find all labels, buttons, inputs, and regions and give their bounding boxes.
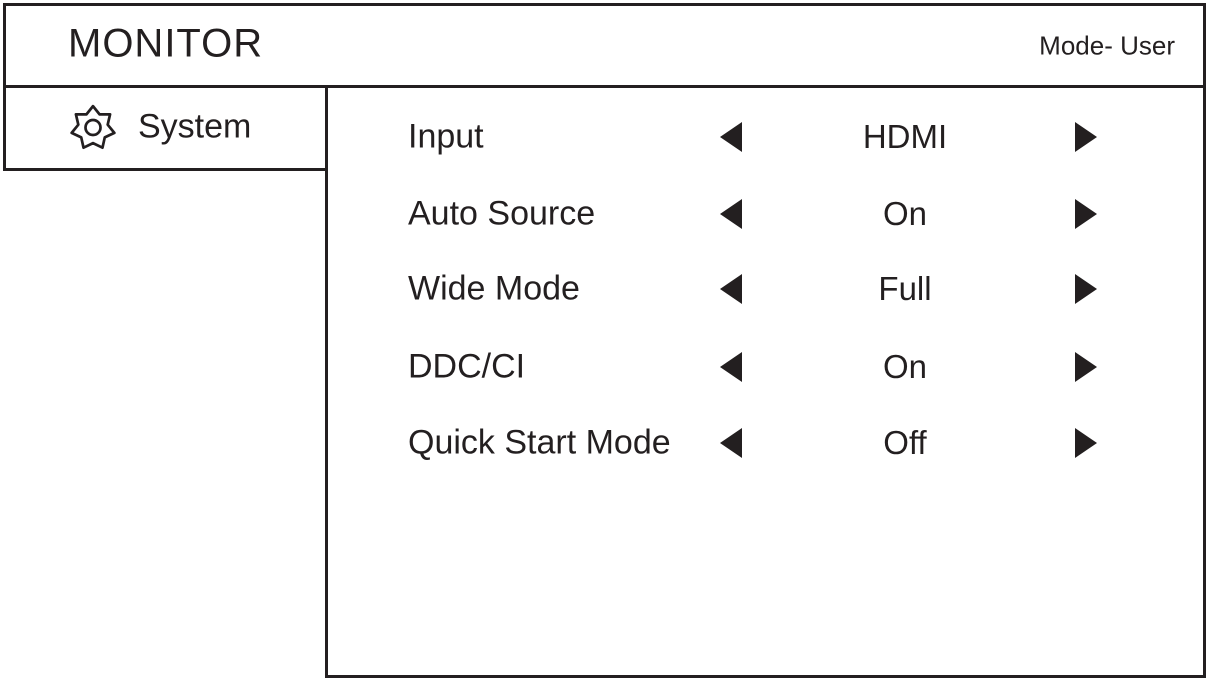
setting-value: HDMI (862, 118, 948, 155)
setting-value: Full (878, 270, 932, 307)
setting-label: Quick Start Mode (408, 423, 671, 462)
right-arrow-icon[interactable] (1075, 428, 1097, 458)
sidebar-item-label: System (138, 107, 252, 146)
left-arrow-icon[interactable] (720, 274, 742, 304)
setting-label: Input (408, 117, 484, 156)
right-arrow-icon[interactable] (1075, 274, 1097, 304)
menu-row-input: Input HDMI (330, 109, 1205, 165)
sidebar-item-system[interactable]: System (3, 85, 328, 171)
left-arrow-icon[interactable] (720, 352, 742, 382)
right-arrow-icon[interactable] (1075, 199, 1097, 229)
left-arrow-icon[interactable] (720, 199, 742, 229)
menu-row-quick-start-mode: Quick Start Mode Off (330, 415, 1205, 471)
page-title: MONITOR (68, 21, 264, 66)
menu-row-auto-source: Auto Source On (330, 186, 1205, 242)
setting-value: On (882, 195, 928, 232)
menu-row-ddcci: DDC/CI On (330, 339, 1205, 395)
gear-icon (68, 103, 118, 153)
osd-header: MONITOR Mode- User (3, 3, 1206, 88)
menu-row-wide-mode: Wide Mode Full (330, 261, 1205, 317)
left-arrow-icon[interactable] (720, 122, 742, 152)
right-arrow-icon[interactable] (1075, 122, 1097, 152)
settings-panel (325, 85, 1206, 678)
setting-value: Off (883, 424, 927, 461)
right-arrow-icon[interactable] (1075, 352, 1097, 382)
setting-value: On (882, 348, 928, 385)
setting-label: Wide Mode (408, 269, 580, 308)
left-arrow-icon[interactable] (720, 428, 742, 458)
setting-label: Auto Source (408, 194, 596, 233)
mode-status-label: Mode- User (1039, 30, 1175, 60)
setting-label: DDC/CI (408, 347, 526, 386)
